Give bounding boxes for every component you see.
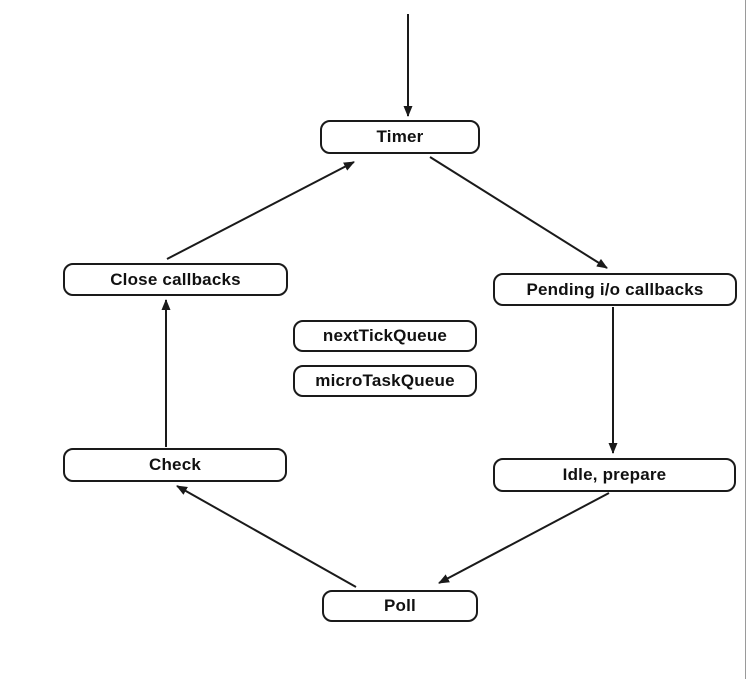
node-next-tick-queue-label: nextTickQueue xyxy=(322,326,448,345)
node-timer-label: Timer xyxy=(376,127,424,146)
node-micro-task-queue-label: microTaskQueue xyxy=(315,371,455,390)
node-poll: Poll xyxy=(322,590,478,622)
arrow-close-callbacks-to-timer xyxy=(166,161,355,260)
node-idle-prepare-label: Idle, prepare xyxy=(562,465,667,484)
arrow-poll-to-check xyxy=(176,485,357,588)
arrow-idle-prepare-to-poll xyxy=(438,492,610,584)
node-timer: Timer xyxy=(320,120,480,154)
node-check-label: Check xyxy=(148,455,202,474)
right-edge-divider xyxy=(745,0,746,679)
node-micro-task-queue: microTaskQueue xyxy=(293,365,477,397)
node-poll-label: Poll xyxy=(384,596,416,615)
node-next-tick-queue: nextTickQueue xyxy=(293,320,477,352)
arrow-timer-to-pending-io-callbacks xyxy=(429,156,608,269)
node-close-callbacks: Close callbacks xyxy=(63,263,288,296)
node-pending-io-callbacks: Pending i/o callbacks xyxy=(493,273,737,306)
node-close-callbacks-label: Close callbacks xyxy=(110,269,241,289)
node-idle-prepare: Idle, prepare xyxy=(493,458,736,492)
node-pending-io-callbacks-label: Pending i/o callbacks xyxy=(526,279,704,299)
node-check: Check xyxy=(63,448,287,482)
